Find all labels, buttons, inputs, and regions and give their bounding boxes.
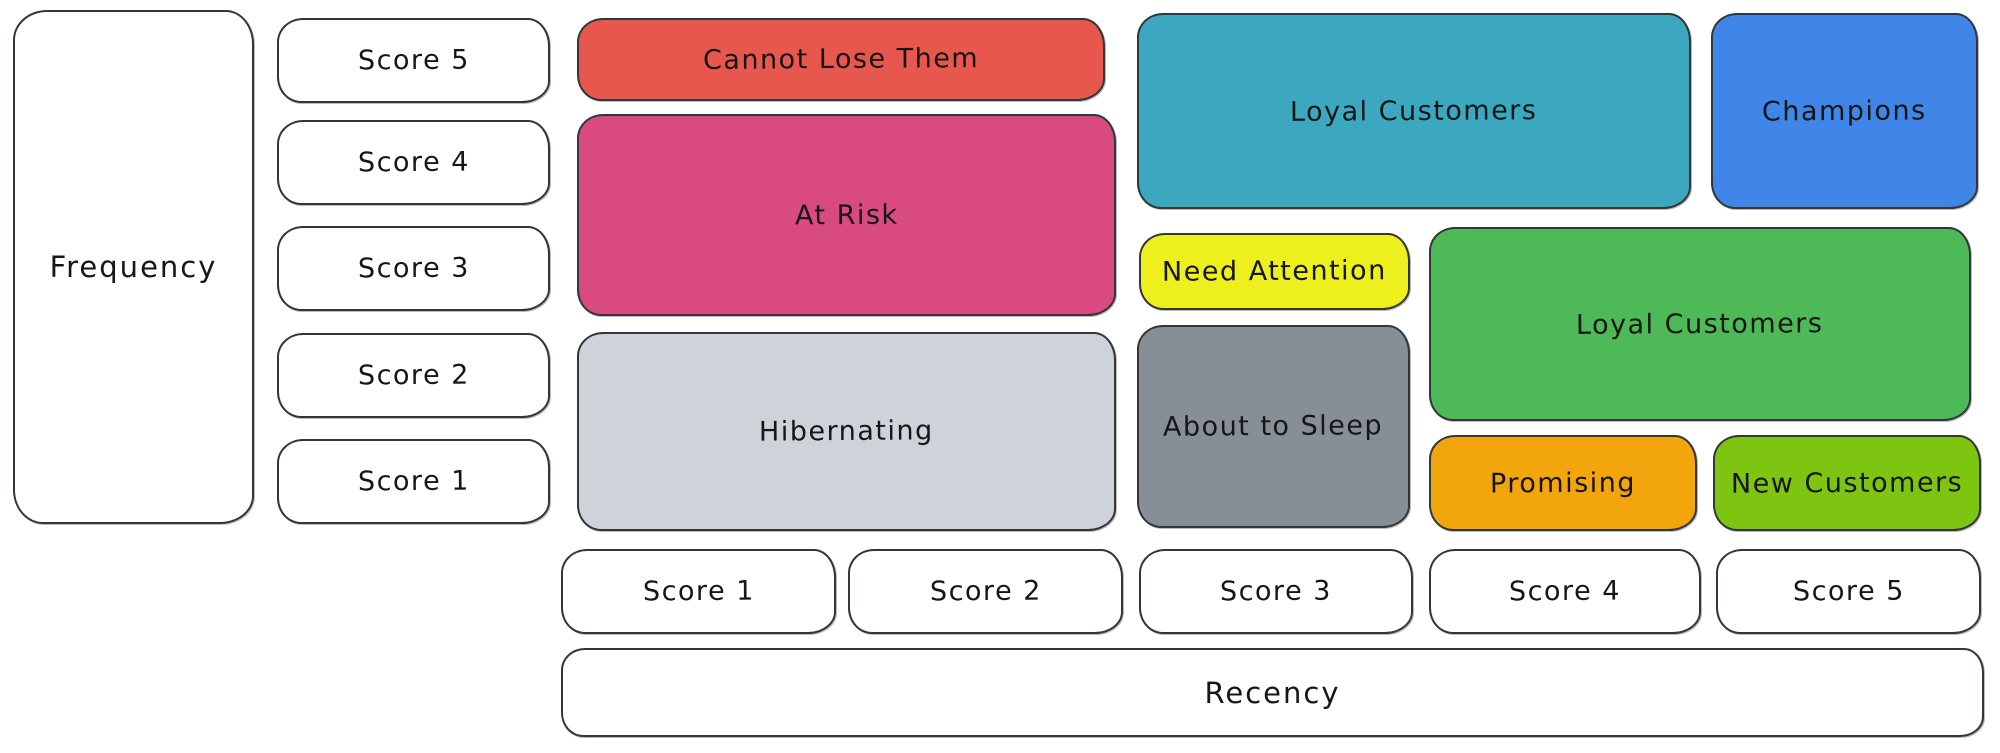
segment-loyal-customers-right: Loyal Customers <box>1429 227 1971 421</box>
frequency-score-box-2-label: Score 2 <box>357 359 470 392</box>
frequency-score-box-5: Score 5 <box>277 18 550 103</box>
recency-score-box-5-label: Score 5 <box>1792 575 1905 608</box>
segment-about-to-sleep: About to Sleep <box>1137 325 1410 528</box>
segment-loyal-customers-top: Loyal Customers <box>1137 13 1691 209</box>
frequency-axis-label: Frequency <box>49 250 218 284</box>
segment-new-customers-label: New Customers <box>1730 466 1964 500</box>
recency-score-box-4-label: Score 4 <box>1508 575 1622 608</box>
recency-score-box-2-label: Score 2 <box>929 575 1042 608</box>
segment-hibernating-label: Hibernating <box>759 415 934 448</box>
segment-need-attention: Need Attention <box>1139 233 1410 310</box>
segment-cannot-lose-them-label: Cannot Lose Them <box>702 43 980 76</box>
segment-about-to-sleep-label: About to Sleep <box>1163 410 1384 443</box>
segment-loyal-customers-right-label: Loyal Customers <box>1576 307 1824 341</box>
segment-champions-label: Champions <box>1762 94 1927 128</box>
recency-score-box-2: Score 2 <box>848 549 1123 634</box>
segment-loyal-customers-top-label: Loyal Customers <box>1290 94 1538 128</box>
segment-new-customers: New Customers <box>1713 435 1981 531</box>
frequency-score-box-4: Score 4 <box>277 120 550 205</box>
frequency-score-box-1: Score 1 <box>277 439 550 524</box>
frequency-score-box-3: Score 3 <box>277 226 550 311</box>
recency-score-box-5: Score 5 <box>1716 549 1981 634</box>
segment-at-risk: At Risk <box>577 114 1116 316</box>
recency-score-box-1: Score 1 <box>561 549 836 634</box>
frequency-score-box-2: Score 2 <box>277 333 550 418</box>
recency-score-box-3-label: Score 3 <box>1219 575 1333 608</box>
segment-promising-label: Promising <box>1489 466 1637 500</box>
frequency-score-box-4-label: Score 4 <box>357 146 470 179</box>
frequency-score-box-1-label: Score 1 <box>357 465 470 498</box>
recency-score-box-3: Score 3 <box>1139 549 1413 634</box>
recency-score-box-4: Score 4 <box>1429 549 1701 634</box>
frequency-score-box-3-label: Score 3 <box>357 252 470 285</box>
recency-axis-box: Recency <box>561 648 1984 737</box>
segment-promising: Promising <box>1429 435 1697 531</box>
segment-at-risk-label: At Risk <box>794 199 899 231</box>
recency-score-box-1-label: Score 1 <box>642 575 755 608</box>
segment-hibernating: Hibernating <box>577 332 1116 531</box>
frequency-score-box-5-label: Score 5 <box>357 44 470 77</box>
segment-need-attention-label: Need Attention <box>1162 255 1387 288</box>
frequency-axis-box: Frequency <box>13 10 254 524</box>
segment-champions: Champions <box>1711 13 1978 209</box>
recency-axis-label: Recency <box>1204 675 1341 710</box>
segment-cannot-lose-them: Cannot Lose Them <box>577 18 1105 101</box>
